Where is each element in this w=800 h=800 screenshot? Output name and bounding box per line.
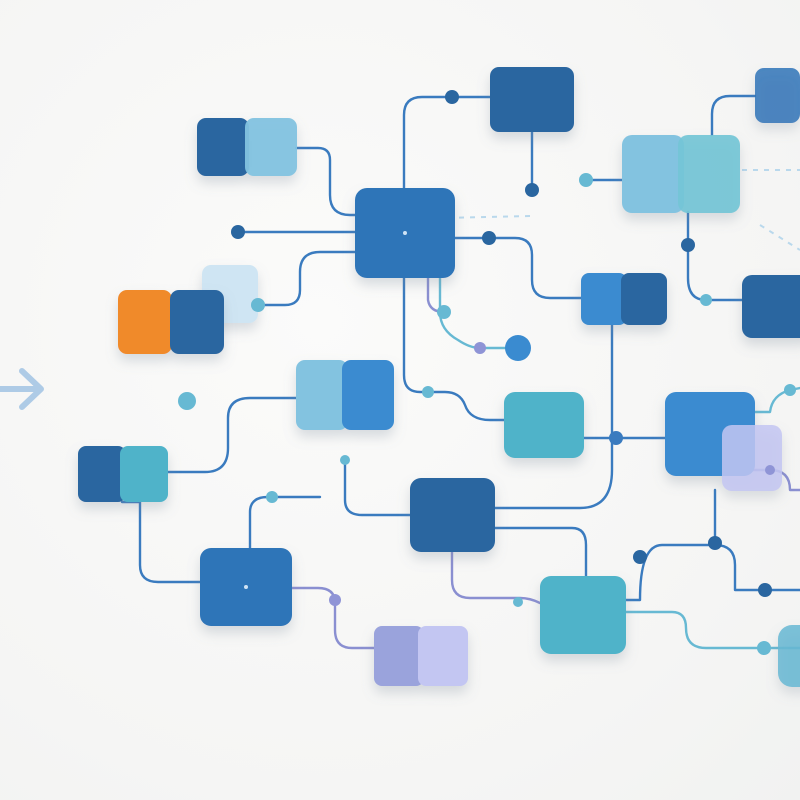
connector-line xyxy=(248,495,322,550)
connector-line xyxy=(402,95,492,190)
junction-dot xyxy=(329,594,341,606)
connector-line xyxy=(624,610,800,650)
node-navy-center[interactable] xyxy=(410,478,495,552)
junction-dot xyxy=(437,305,451,319)
connector-line xyxy=(450,550,542,605)
junction-dot xyxy=(784,384,796,396)
node-center-dot xyxy=(403,231,407,235)
connector-line xyxy=(438,276,520,350)
node-center-dot xyxy=(244,585,248,589)
node-blue-lower-left[interactable] xyxy=(200,548,292,626)
connector-line xyxy=(343,456,412,517)
junction-dot xyxy=(482,231,496,245)
node-hub[interactable] xyxy=(355,188,455,278)
node-pair-n4[interactable] xyxy=(118,290,224,354)
node-pair-n7[interactable] xyxy=(78,446,168,502)
connector-layer xyxy=(120,94,800,650)
node-right-edge[interactable] xyxy=(742,275,800,338)
node-pair-n2[interactable] xyxy=(490,67,574,132)
connector-line xyxy=(165,396,298,474)
junction-dot xyxy=(579,173,593,187)
node-pair-n5[interactable] xyxy=(622,135,740,213)
node-teal-corner[interactable] xyxy=(778,625,800,687)
node-teal-mid[interactable] xyxy=(504,392,584,458)
junction-dot xyxy=(633,550,647,564)
connector-line xyxy=(493,323,614,510)
connector-line xyxy=(402,276,506,422)
junction-dot xyxy=(340,455,350,465)
junction-dot xyxy=(708,536,722,550)
junction-dots xyxy=(178,90,796,655)
junction-dot xyxy=(758,583,772,597)
node-pair-n6[interactable] xyxy=(296,360,394,430)
node-blue-right[interactable] xyxy=(665,392,782,491)
junction-dot xyxy=(505,335,531,361)
connector-dashed-line xyxy=(439,215,531,219)
junction-dot xyxy=(422,386,434,398)
junction-dot xyxy=(700,294,712,306)
connector-line xyxy=(686,210,744,302)
node-top-right[interactable] xyxy=(755,68,800,123)
junction-dot xyxy=(765,465,775,475)
connector-line xyxy=(290,586,376,650)
junction-dot xyxy=(525,183,539,197)
junction-dot xyxy=(474,342,486,354)
node-teal-lower[interactable] xyxy=(540,576,626,654)
junction-dot xyxy=(251,298,265,312)
connector-line xyxy=(452,236,584,300)
junction-dot xyxy=(266,491,278,503)
connector-line xyxy=(256,250,360,307)
node-pair-n13[interactable] xyxy=(374,626,468,686)
connector-dashed-line xyxy=(759,224,800,251)
junction-dot xyxy=(178,392,196,410)
node-pair-n9[interactable] xyxy=(581,273,667,325)
node-layer xyxy=(78,67,800,687)
junction-dot xyxy=(445,90,459,104)
junction-dot xyxy=(513,597,523,607)
connector-line xyxy=(624,543,800,602)
junction-dot xyxy=(681,238,695,252)
junction-dot xyxy=(231,225,245,239)
junction-dot xyxy=(757,641,771,655)
node-pair-n1[interactable] xyxy=(197,118,297,176)
junction-dot xyxy=(609,431,623,445)
arrow-right-icon xyxy=(0,368,44,410)
connector-line xyxy=(710,94,757,137)
connector-line xyxy=(492,526,588,580)
connector-line xyxy=(120,500,202,584)
connector-line xyxy=(294,146,360,217)
